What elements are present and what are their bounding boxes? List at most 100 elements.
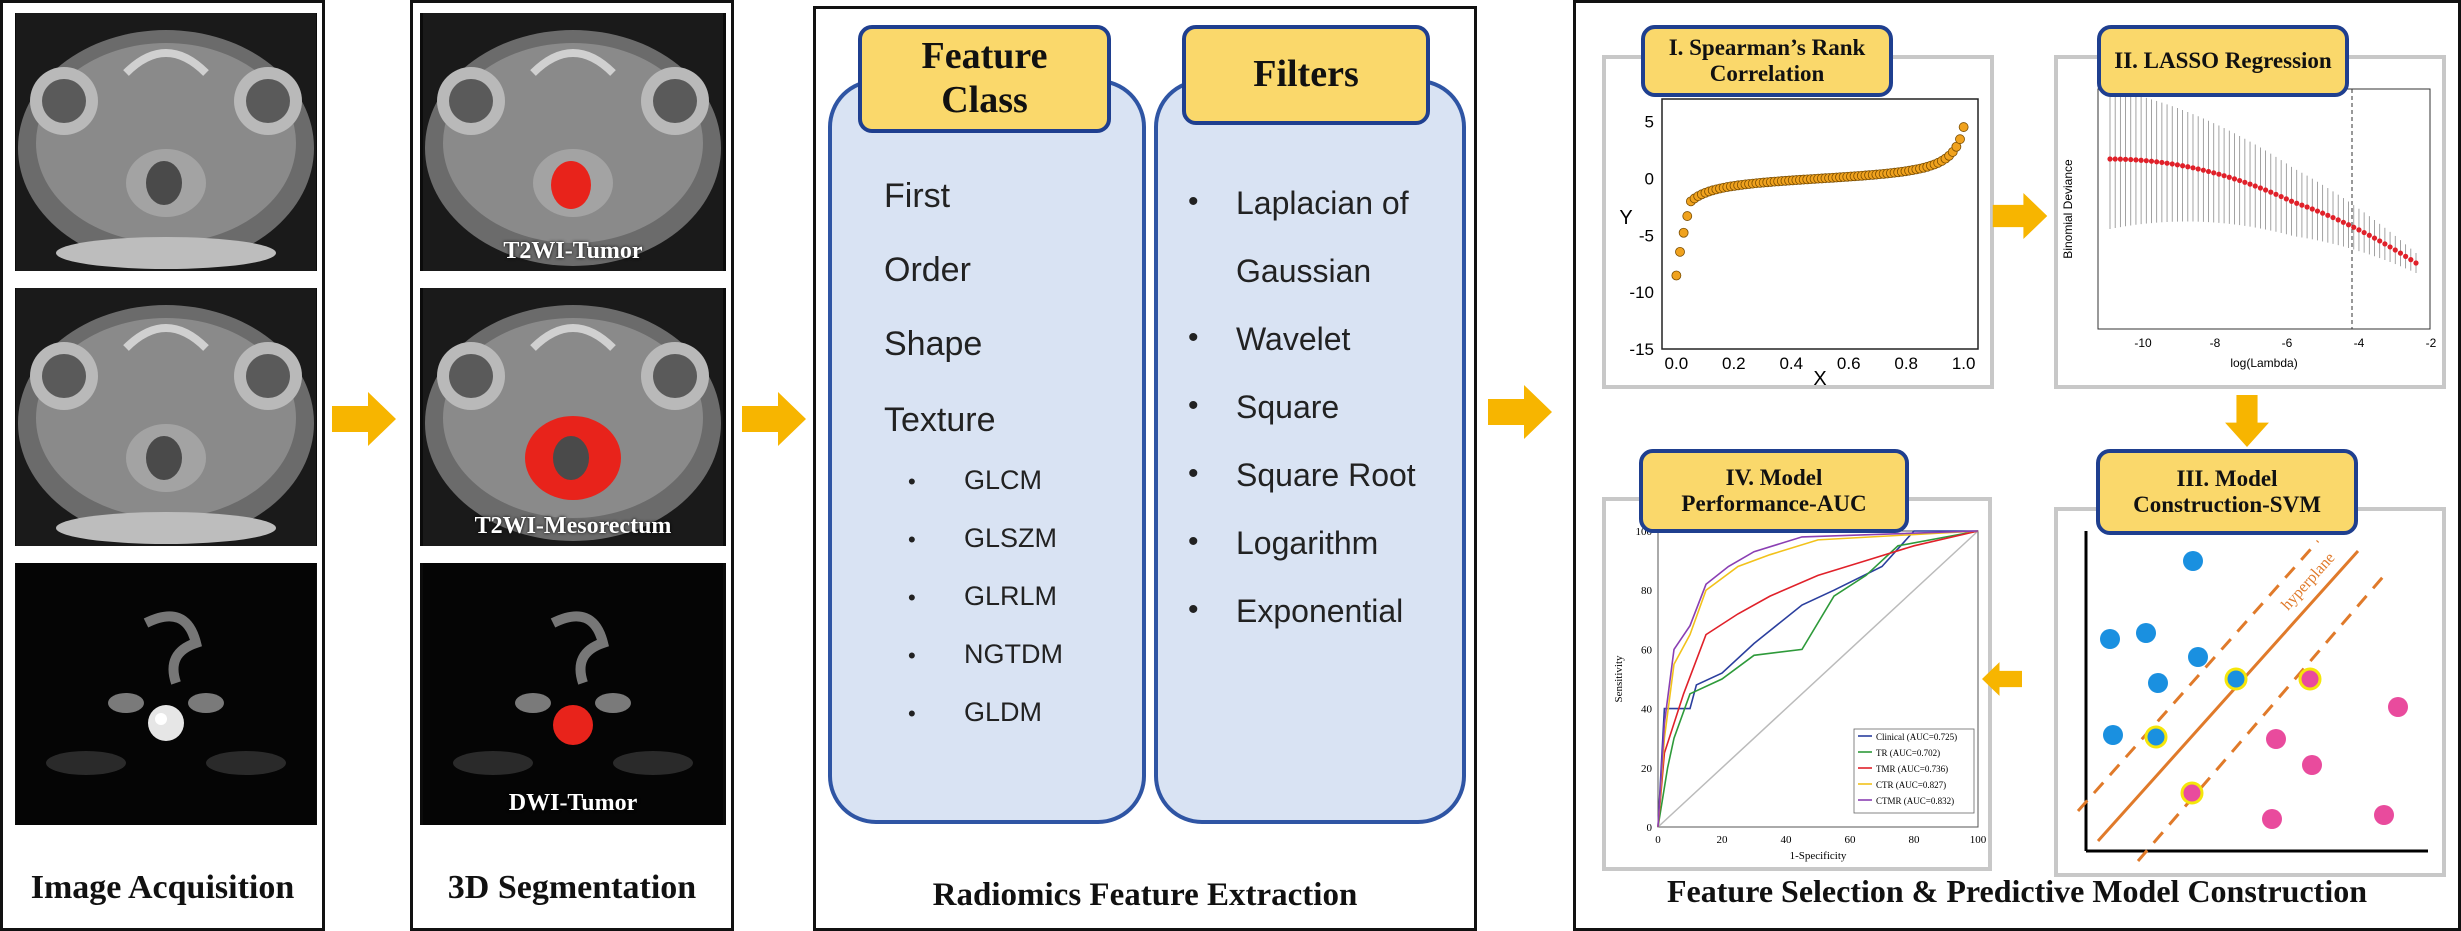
deviance-point <box>2185 164 2191 170</box>
margin-line <box>2136 570 2390 862</box>
deviance-point <box>2408 257 2414 263</box>
deviance-point <box>2320 210 2326 216</box>
deviance-point <box>2112 156 2118 162</box>
deviance-point <box>2216 171 2222 177</box>
deviance-point <box>2133 157 2139 163</box>
roc-curve <box>1657 530 1979 828</box>
svm-class-a-point <box>2188 647 2208 667</box>
deviance-point <box>2340 219 2346 225</box>
x-tick-label: 60 <box>1845 834 1857 846</box>
legend-entry: TR (AUC=0.702) <box>1876 748 1940 758</box>
deviance-point <box>2403 253 2409 259</box>
x-tick-label: 0.0 <box>1665 354 1689 373</box>
step-roc-title: IV. Model Performance-AUC <box>1639 449 1909 533</box>
plot-frame <box>1661 98 1979 350</box>
panel-caption-radiomics: Radiomics Feature Extraction <box>932 877 1358 913</box>
data-point <box>1955 134 1965 145</box>
legend-entry: Clinical (AUC=0.725) <box>1876 732 1957 742</box>
data-point <box>1675 246 1685 257</box>
y-tick-label: -5 <box>1639 226 1654 245</box>
deviance-point <box>2345 222 2352 228</box>
x-tick-label: -2 <box>2426 336 2437 350</box>
feature-item-shape: Shape <box>884 325 983 363</box>
deviance-point <box>2273 191 2279 197</box>
support-vector-a <box>2144 725 2168 749</box>
arrow-left-icon <box>1982 662 2022 696</box>
roc-curve <box>1657 530 1978 828</box>
y-tick-label: 20 <box>1641 763 1653 775</box>
bullet-dot: • <box>908 643 916 668</box>
y-tick-label: 5 <box>1645 113 1654 132</box>
deviance-point <box>2122 156 2129 162</box>
deviance-point <box>2361 229 2367 236</box>
svm-class-b-point <box>2266 729 2286 749</box>
svm-plot-panel: hyperplane <box>2054 507 2446 877</box>
deviance-point <box>2392 247 2398 253</box>
bullet-dot: • <box>1188 389 1199 422</box>
y-tick-label: 0 <box>1647 822 1653 834</box>
texture-item-glszm: GLSZM <box>964 523 1058 553</box>
panel-caption-image-acquisition: Image Acquisition <box>30 869 295 906</box>
deviance-point <box>2154 159 2160 165</box>
panel-caption-3d-segmentation: 3D Segmentation <box>447 869 697 906</box>
filter-item-square: Square <box>1236 389 1340 425</box>
deviance-point <box>2268 189 2274 195</box>
svm-plot: hyperplane <box>2076 531 2428 862</box>
deviance-point <box>2169 161 2175 167</box>
deviance-point <box>2413 260 2419 266</box>
x-axis-label: 1-Specificity <box>1790 850 1847 862</box>
feature-item-first: First <box>884 177 951 215</box>
x-tick-label: 0 <box>1655 834 1661 846</box>
deviance-point <box>2387 244 2393 250</box>
legend-box <box>1853 728 1975 814</box>
y-tick-label: 0 <box>1645 170 1654 189</box>
filter-item-logarithm: Logarithm <box>1236 525 1379 561</box>
roc-curve <box>1657 530 1979 828</box>
texture-item-glcm: GLCM <box>964 465 1043 495</box>
deviance-point <box>2143 158 2149 164</box>
deviance-point <box>2304 204 2310 210</box>
deviance-point <box>2226 174 2232 180</box>
segmentation-label-t2wi-tumor: T2WI-Tumor <box>503 238 643 264</box>
bullet-dot: • <box>1188 525 1199 558</box>
deviance-point <box>2138 157 2144 163</box>
y-tick-label: 60 <box>1641 644 1653 656</box>
hyperplane-line <box>2096 549 2360 843</box>
mri-segmentation-dwi-tumor: DWI-Tumor <box>420 563 726 825</box>
bullet-dot: • <box>908 701 916 726</box>
deviance-point <box>2128 156 2134 163</box>
arrow-right-icon <box>332 392 396 446</box>
texture-item-ngtdm: NGTDM <box>964 639 1063 669</box>
filters-title: Filters <box>1182 25 1430 125</box>
x-tick-label: -10 <box>2134 336 2152 350</box>
x-tick-label: 20 <box>1717 834 1729 846</box>
mri-segmentation-t2-mesorectum: T2WI-Mesorectum <box>420 288 726 546</box>
deviance-point <box>2200 167 2206 173</box>
y-axis-label: Y <box>1619 207 1632 229</box>
deviance-point <box>2148 158 2155 164</box>
deviance-point <box>2195 166 2201 172</box>
mri-dwi-slice <box>15 563 317 825</box>
deviance-point <box>2314 208 2321 214</box>
deviance-point <box>2382 241 2388 247</box>
x-tick-label: 80 <box>1909 834 1921 846</box>
svm-class-a-point <box>2103 725 2123 745</box>
panel-radiomics-feature-extraction: Feature Class Filters First Order Shape … <box>813 6 1477 931</box>
y-tick-label: 40 <box>1641 704 1653 716</box>
legend-entry: TMR (AUC=0.736) <box>1876 764 1948 774</box>
deviance-point <box>2117 156 2123 162</box>
deviance-point <box>2278 193 2284 200</box>
deviance-point <box>2288 198 2295 204</box>
svm-class-b-point <box>2262 809 2282 829</box>
bullet-dot: • <box>908 585 916 610</box>
deviance-point <box>2294 200 2300 206</box>
x-tick-label: 0.4 <box>1779 354 1803 373</box>
filter-item-laplacian: Laplacian of <box>1236 185 1409 221</box>
arrow-down-icon <box>2225 395 2269 447</box>
bullet-dot: • <box>1188 321 1199 354</box>
feature-class-box <box>828 79 1146 824</box>
texture-item-gldm: GLDM <box>964 697 1043 727</box>
